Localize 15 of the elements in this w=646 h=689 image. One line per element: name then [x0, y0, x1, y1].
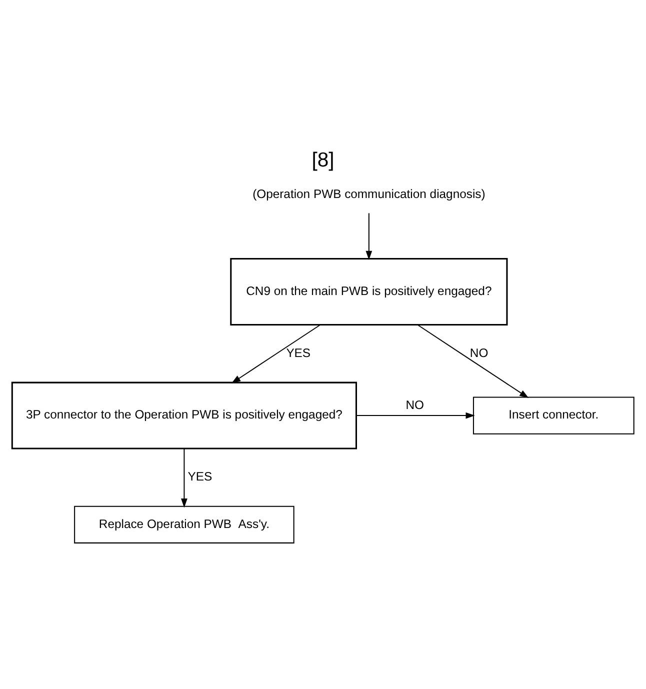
arrow: [180, 448, 188, 508]
node-box: Replace Operation PWB Ass'y.: [74, 506, 294, 544]
arrow: [356, 412, 475, 419]
arrow: [417, 324, 529, 398]
node-box: 3P connector to the Operation PWB is positively engaged?: [11, 382, 357, 450]
node-box: CN9 on the main PWB is positively engaged?: [230, 258, 508, 326]
arrow: [231, 324, 321, 384]
edge-label: YES: [286, 346, 311, 360]
diagram-title: [8]: [312, 149, 334, 172]
edge-label: NO: [470, 346, 488, 360]
node-box: Insert connector.: [472, 396, 634, 434]
arrow: [366, 213, 372, 260]
edge-label: NO: [406, 398, 424, 412]
node-text: (Operation PWB communication diagnosis): [252, 186, 486, 201]
edge-label: YES: [188, 470, 212, 484]
